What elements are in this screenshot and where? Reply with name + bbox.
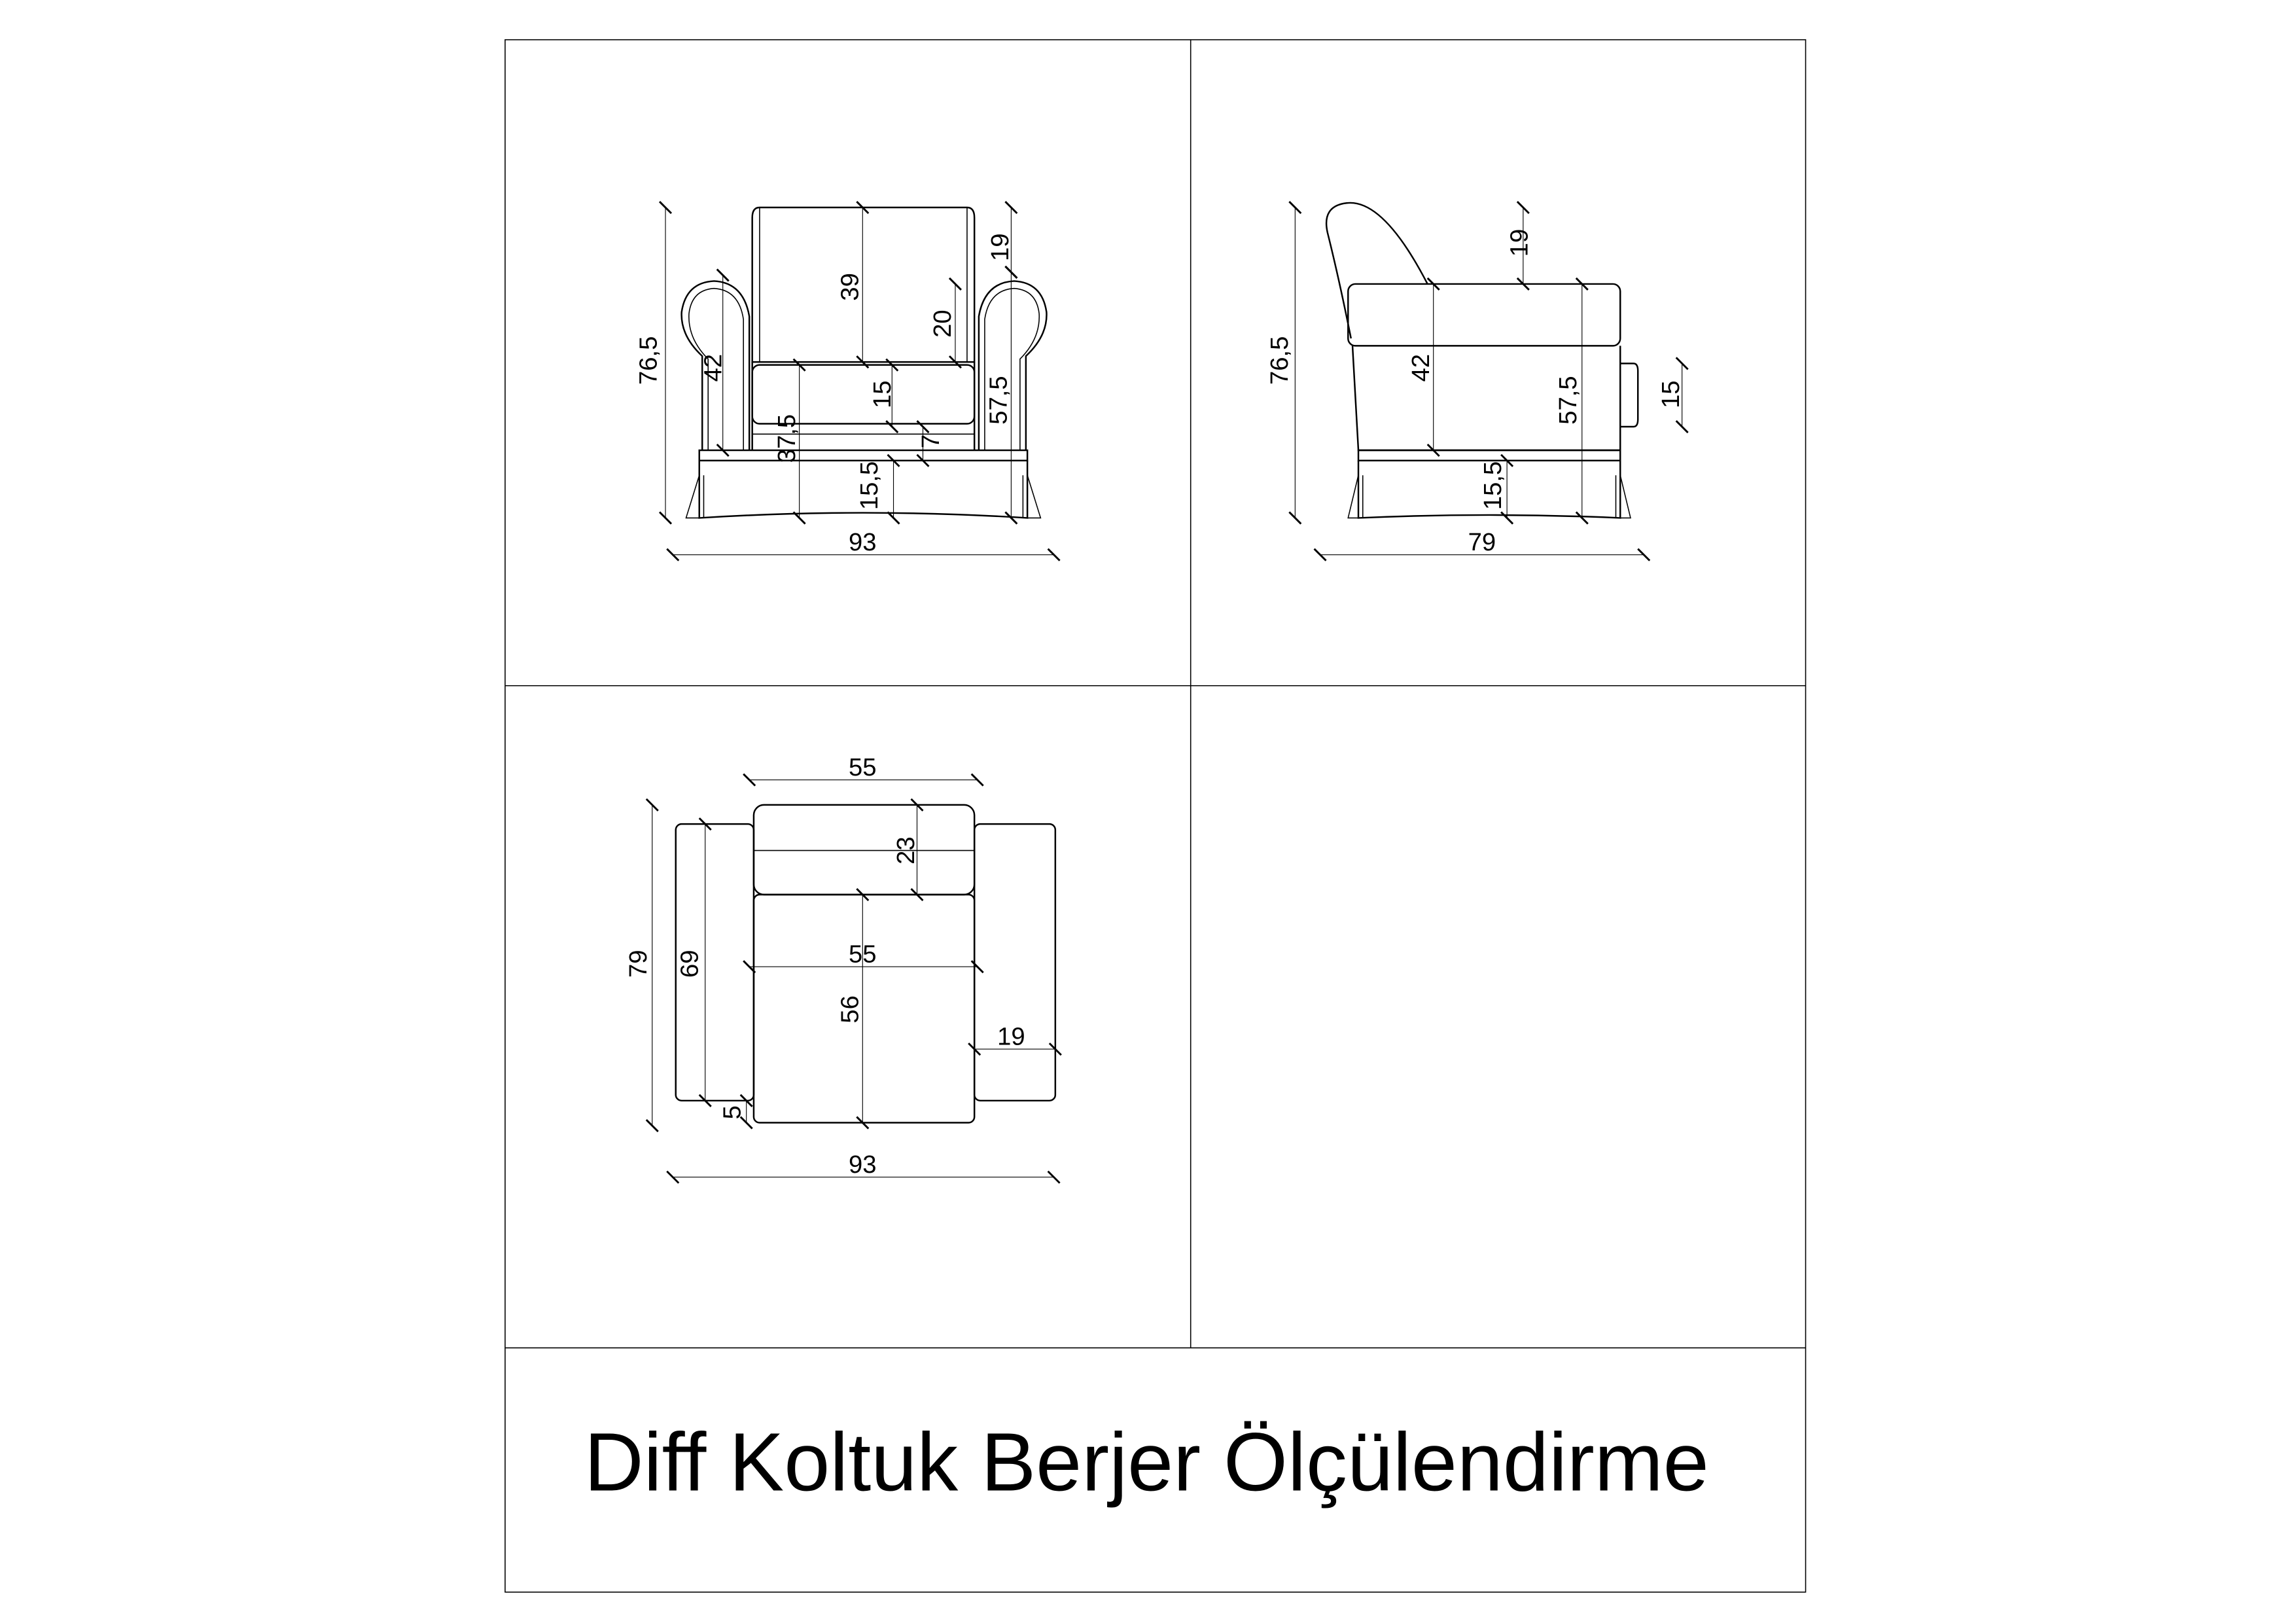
top-total-depth-label: 79 (624, 950, 652, 978)
dimension-tick (948, 355, 962, 369)
sheet-frame (504, 39, 1807, 1593)
dimension-tick (856, 888, 870, 902)
dimension-tick (698, 817, 712, 831)
dimension-tick (716, 268, 730, 282)
dimension-tick (1004, 200, 1018, 215)
top-arm-width-label: 19 (997, 1022, 1025, 1050)
dimension-tick (1575, 277, 1589, 291)
dimension-tick (856, 1116, 870, 1130)
dimension-tick (1516, 277, 1530, 291)
front-skirt-height-label: 15,5 (855, 461, 883, 510)
front-back-height-label: 39 (836, 273, 864, 301)
front-armchair-outline (680, 206, 1048, 519)
dimension-tick (885, 420, 899, 434)
dimension-tick (910, 798, 924, 812)
dimension-tick (666, 548, 680, 562)
dimension-tick (1048, 1043, 1062, 1056)
top-back-width-label: 55 (849, 753, 877, 781)
front-arm-top-height-label: 57,5 (985, 376, 1013, 424)
front-total-height-label: 76,5 (635, 336, 663, 385)
side-armchair-outline (1325, 202, 1639, 519)
top-view: 55 23 55 56 69 79 19 5 93 (624, 753, 1062, 1184)
front-back-top-label: 19 (986, 233, 1014, 261)
dimension-tick (1004, 265, 1018, 279)
top-dimension-lines (645, 773, 1062, 1184)
front-dimension-lines (658, 200, 1061, 562)
side-dimension-lines (1288, 200, 1689, 562)
dimension-tick (1675, 357, 1689, 370)
front-total-width-label: 93 (849, 528, 877, 556)
dimension-tick (1426, 443, 1440, 457)
dimension-tick (1426, 277, 1440, 291)
dimension-tick (716, 443, 730, 457)
dimension-tick (1575, 511, 1589, 525)
dimension-tick (1288, 511, 1302, 525)
side-total-depth-label: 79 (1468, 528, 1496, 556)
top-back-depth-label: 23 (892, 836, 920, 865)
top-seat-depth-label: 56 (836, 995, 864, 1024)
dimension-tick (645, 1119, 659, 1133)
side-arm-top-height-label: 57,5 (1554, 376, 1582, 424)
top-arm-depth-label: 69 (675, 950, 703, 978)
dimension-tick (1675, 420, 1689, 434)
top-offset-label: 5 (718, 1105, 747, 1119)
front-cushion-height-label: 15 (868, 380, 896, 408)
dimension-tick (916, 420, 930, 434)
dimension-tick (1500, 511, 1514, 525)
dimension-tick (970, 960, 984, 974)
dimension-tick (666, 1170, 680, 1184)
side-total-height-label: 76,5 (1265, 336, 1294, 385)
dimension-tick (1313, 548, 1327, 562)
dimension-tick (910, 888, 924, 902)
dimension-tick (739, 1094, 753, 1107)
dimension-tick (743, 773, 756, 787)
front-seat-height-label: 37,5 (773, 414, 801, 463)
dimension-tick (1047, 548, 1061, 562)
drawing-title: Diff Koltuk Berjer Ölçülendirme (584, 1416, 1709, 1508)
dimension-tick (792, 358, 806, 372)
dimension-tick (887, 454, 900, 467)
front-view: 76,5 93 39 19 20 42 15 57,5 37,5 7 15,5 (635, 200, 1061, 562)
dimension-tick (698, 1094, 712, 1107)
front-seat-base-label: 7 (917, 435, 945, 448)
dimension-tick (1004, 511, 1018, 525)
side-pillow-label: 15 (1657, 380, 1685, 408)
dimension-tick (1288, 200, 1302, 215)
side-arm-height-label: 42 (1407, 354, 1435, 382)
dimension-tick (1500, 454, 1514, 467)
side-back-top-label: 19 (1506, 229, 1534, 257)
dimension-tick (856, 200, 870, 215)
dimension-tick (885, 358, 899, 372)
front-back-visible-label: 20 (928, 310, 957, 338)
dimension-tick (658, 511, 673, 525)
top-total-width-label: 93 (849, 1150, 877, 1179)
side-skirt-height-label: 15,5 (1479, 461, 1507, 510)
dimension-tick (970, 773, 984, 787)
dimension-tick (1047, 1170, 1061, 1184)
top-seat-width-label: 55 (849, 940, 877, 968)
dimension-tick (916, 454, 930, 467)
dimension-tick (658, 200, 673, 215)
dimension-tick (1516, 200, 1530, 215)
front-arm-height-label: 42 (699, 354, 727, 382)
dimension-tick (856, 355, 870, 369)
dimension-tick (948, 277, 962, 291)
side-view: 76,5 79 19 42 57,5 15 15,5 (1265, 200, 1689, 562)
dimension-tick (645, 798, 659, 812)
top-armchair-outline (675, 804, 1057, 1124)
dimension-tick (739, 1116, 753, 1130)
dimension-tick (1637, 548, 1651, 562)
dimension-tick (792, 511, 806, 525)
dimension-tick (968, 1043, 981, 1056)
dimension-tick (887, 511, 900, 525)
dimension-tick (743, 960, 756, 974)
